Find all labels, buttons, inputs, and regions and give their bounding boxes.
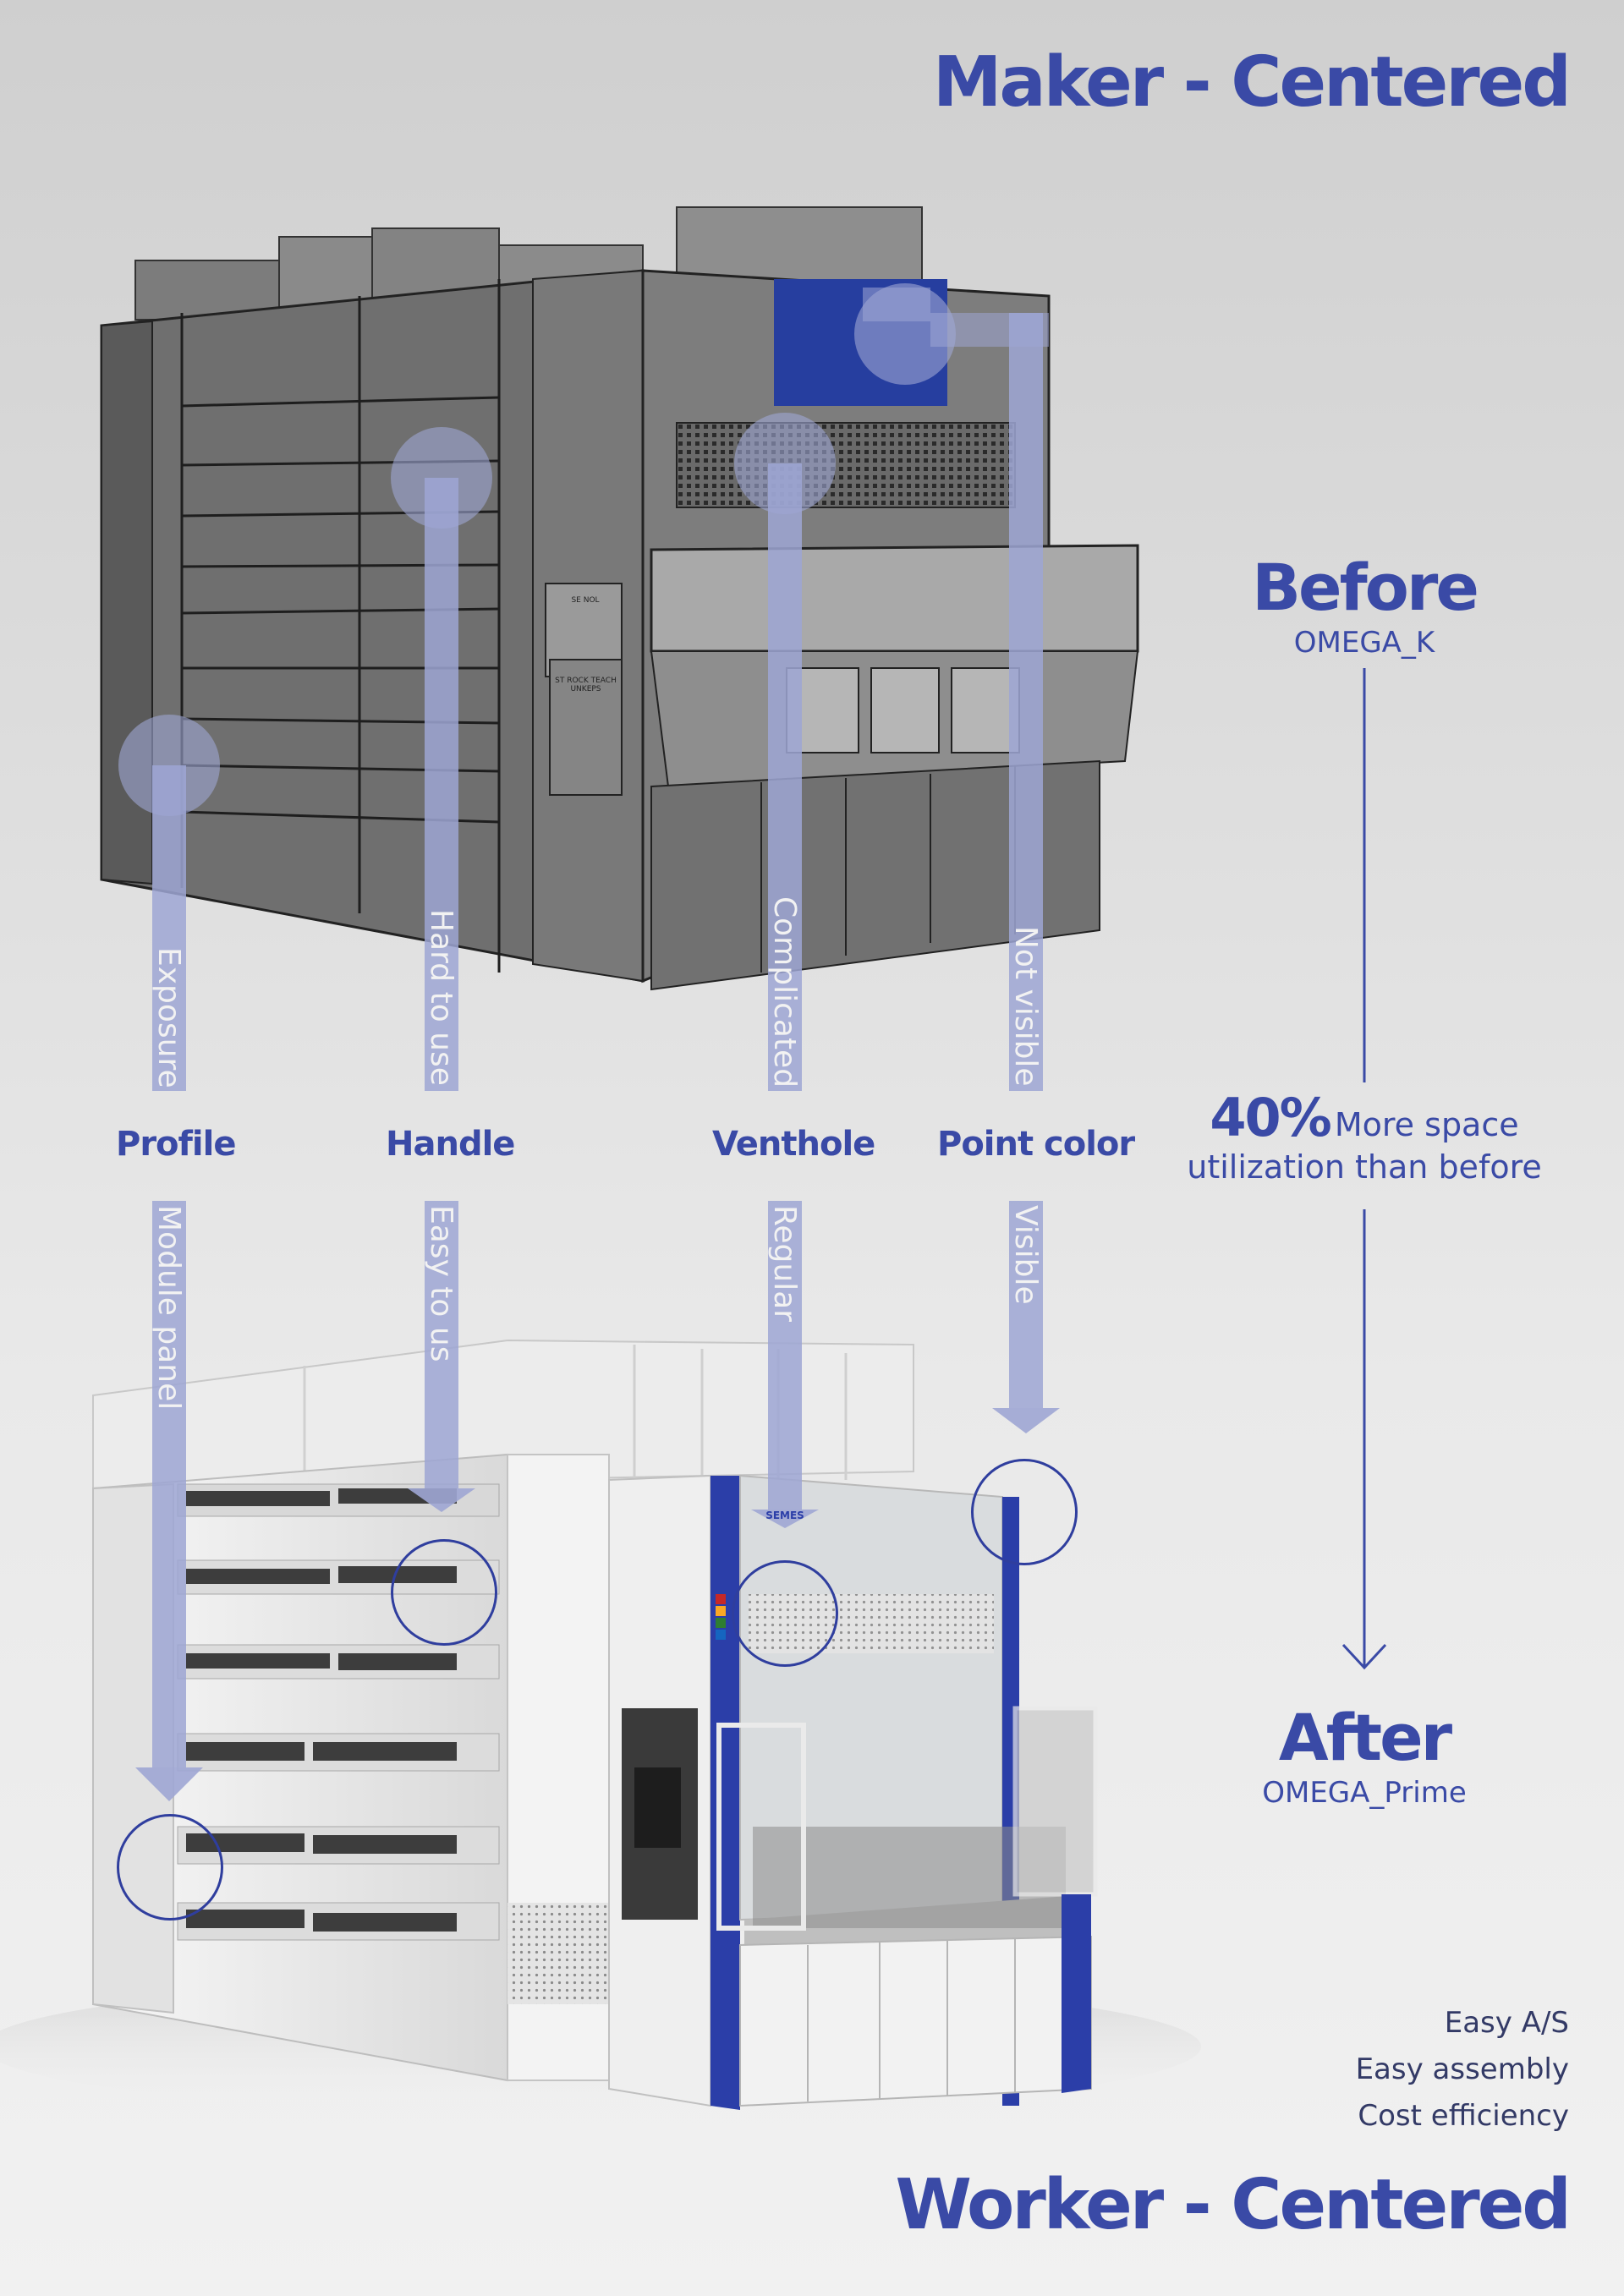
machine-logo: SEMES — [765, 1510, 804, 1521]
arrow-profile — [135, 1767, 203, 1801]
benefit-item: Easy assembly — [1355, 2052, 1569, 2086]
stat-block: 40% More space utilization than before — [1178, 1087, 1550, 1186]
arrow-pointcolor — [992, 1408, 1060, 1433]
stat-line2: utilization than before — [1187, 1148, 1542, 1186]
bar-pointcolor-bottom — [1009, 1201, 1043, 1408]
circle-venthole — [732, 1560, 838, 1667]
bar-handle-bottom — [425, 1201, 458, 1488]
highlight-circle-point-color — [854, 283, 956, 385]
after-label-point-color: Visible — [1008, 1205, 1043, 1305]
circle-handle — [391, 1539, 497, 1646]
before-machine — [100, 206, 1139, 991]
after-model: OMEGA_Prime — [1262, 1776, 1467, 1810]
benefit-item: Easy A/S — [1444, 2006, 1569, 2040]
after-title: After — [1278, 1700, 1452, 1775]
bar-venthole-top — [768, 463, 802, 1091]
timeline — [1341, 668, 1387, 1670]
before-label-profile: Exposure — [151, 947, 186, 1088]
stat-line1: More space — [1334, 1106, 1519, 1143]
column-label-profile: Profile — [116, 1125, 236, 1164]
after-label-handle: Easy to us — [424, 1205, 458, 1362]
before-label-point-color: Not visible — [1008, 926, 1043, 1087]
before-title: Before — [1252, 550, 1479, 625]
bottom-heading: Worker - Centered — [895, 2165, 1572, 2245]
arrow-handle — [408, 1488, 475, 1512]
before-model: OMEGA_K — [1293, 626, 1435, 660]
stat-value: 40% — [1210, 1087, 1331, 1148]
benefits-list: Easy A/S Easy assembly Cost efficiency — [1356, 2000, 1569, 2140]
circle-profile — [117, 1814, 223, 1921]
arrow-venthole — [751, 1510, 819, 1528]
circle-pointcolor — [971, 1459, 1078, 1565]
bar-profile-top — [152, 765, 186, 1091]
bar-handle-top — [425, 478, 458, 1091]
column-label-handle: Handle — [386, 1125, 515, 1164]
before-label-handle: Hard to use — [424, 909, 458, 1086]
before-label-venthole: Complicated — [767, 896, 802, 1088]
bar-pointcolor-top — [1009, 313, 1043, 1091]
before-panel-label: SE NOL — [571, 596, 600, 605]
benefit-item: Cost efficiency — [1358, 2099, 1569, 2133]
after-label-profile: Module panel — [151, 1205, 186, 1411]
before-panel-label: ST ROCK TEACH UNKEPS — [555, 677, 617, 693]
after-block: After OMEGA_Prime — [1195, 1700, 1533, 1810]
before-block: Before OMEGA_K — [1195, 550, 1533, 660]
column-label-point-color: Point color — [937, 1125, 1135, 1164]
top-heading: Maker - Centered — [932, 42, 1572, 123]
column-label-venthole: Venthole — [712, 1125, 875, 1164]
after-label-venthole: Regular — [767, 1205, 802, 1323]
bar-profile-bottom — [152, 1201, 186, 1767]
bar-venthole-bottom — [768, 1201, 802, 1510]
